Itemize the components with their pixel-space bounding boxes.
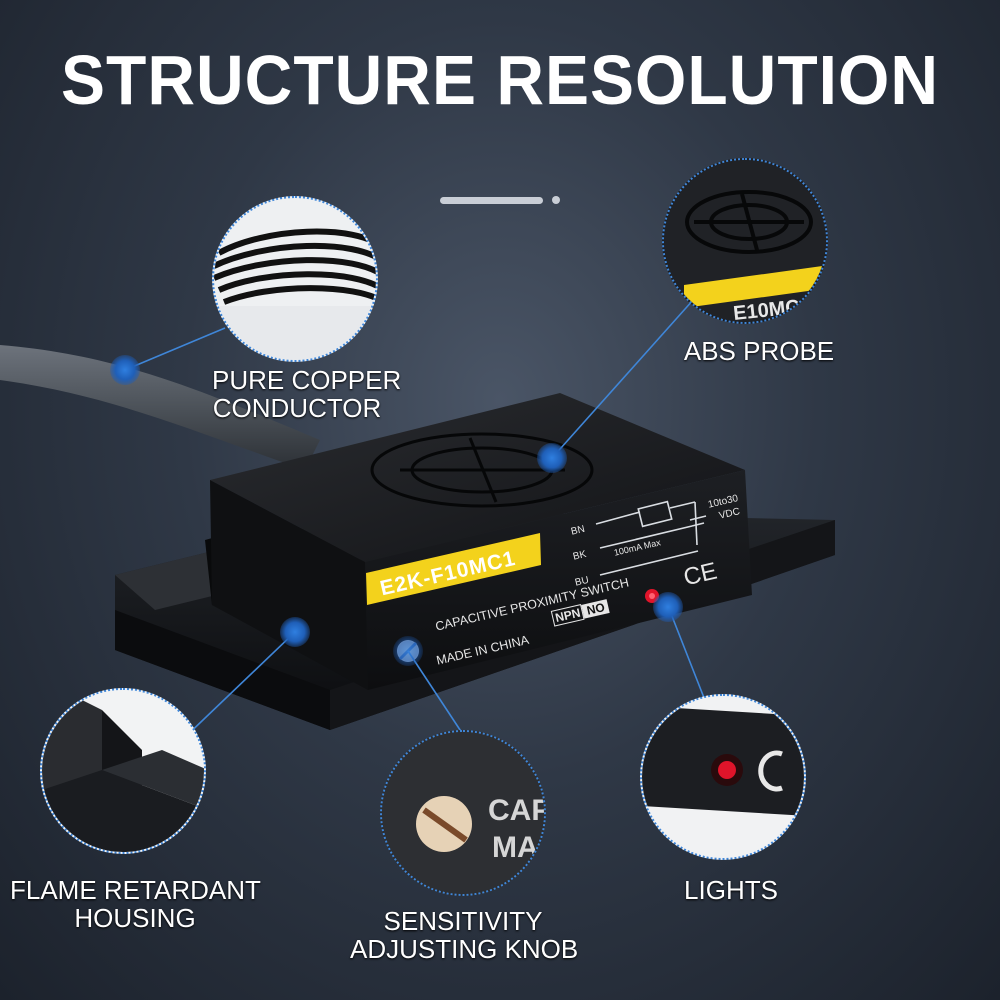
callout-flame-retardant [40, 688, 206, 854]
label-lights-line1: LIGHTS [684, 875, 778, 905]
hotspot-lights[interactable] [653, 592, 683, 622]
probe-zoom-icon: E10MC [664, 160, 826, 322]
label-pure-copper-line1: PURE COPPER [212, 365, 402, 395]
label-sensitivity: SENSITIVITY ADJUSTING KNOB [350, 906, 579, 964]
label-abs-probe: ABS PROBE [676, 337, 842, 365]
led-zoom-icon [642, 696, 804, 858]
housing-zoom-icon [42, 690, 204, 852]
callout-sensitivity-knob: CAP MA [380, 730, 546, 896]
carousel-indicator [440, 196, 560, 204]
label-sensitivity-line2: ADJUSTING KNOB [350, 934, 579, 964]
page-title: STRUCTURE RESOLUTION [61, 41, 939, 119]
label-sensitivity-line1: SENSITIVITY [383, 906, 543, 936]
cable [0, 345, 320, 470]
label-pure-copper: PURE COPPER CONDUCTOR [212, 365, 402, 423]
label-flame-retardant: FLAME RETARDANT HOUSING [10, 875, 261, 933]
label-abs-probe-line1: ABS PROBE [683, 336, 835, 366]
callout-abs-probe: E10MC [662, 158, 828, 324]
hotspot-copper[interactable] [110, 355, 140, 385]
label-flame-retardant-line2: HOUSING [74, 903, 196, 933]
sensor-housing [115, 393, 835, 730]
yellow-label [366, 533, 541, 605]
label-pure-copper-line2: CONDUCTOR [212, 393, 382, 423]
hotspot-housing[interactable] [280, 617, 310, 647]
callout-lights [640, 694, 806, 860]
label-lights: LIGHTS [646, 876, 816, 904]
knob-zoom-icon: CAP MA [382, 732, 546, 894]
coiled-wire-icon [214, 228, 376, 360]
knob-zoom-text-1: CAP [488, 794, 546, 827]
callout-copper-conductor [212, 196, 378, 362]
knob-zoom-text-2: MA [492, 831, 539, 864]
hotspot-knob[interactable] [393, 636, 423, 666]
hotspot-probe[interactable] [537, 443, 567, 473]
label-flame-retardant-line1: FLAME RETARDANT [10, 875, 261, 905]
